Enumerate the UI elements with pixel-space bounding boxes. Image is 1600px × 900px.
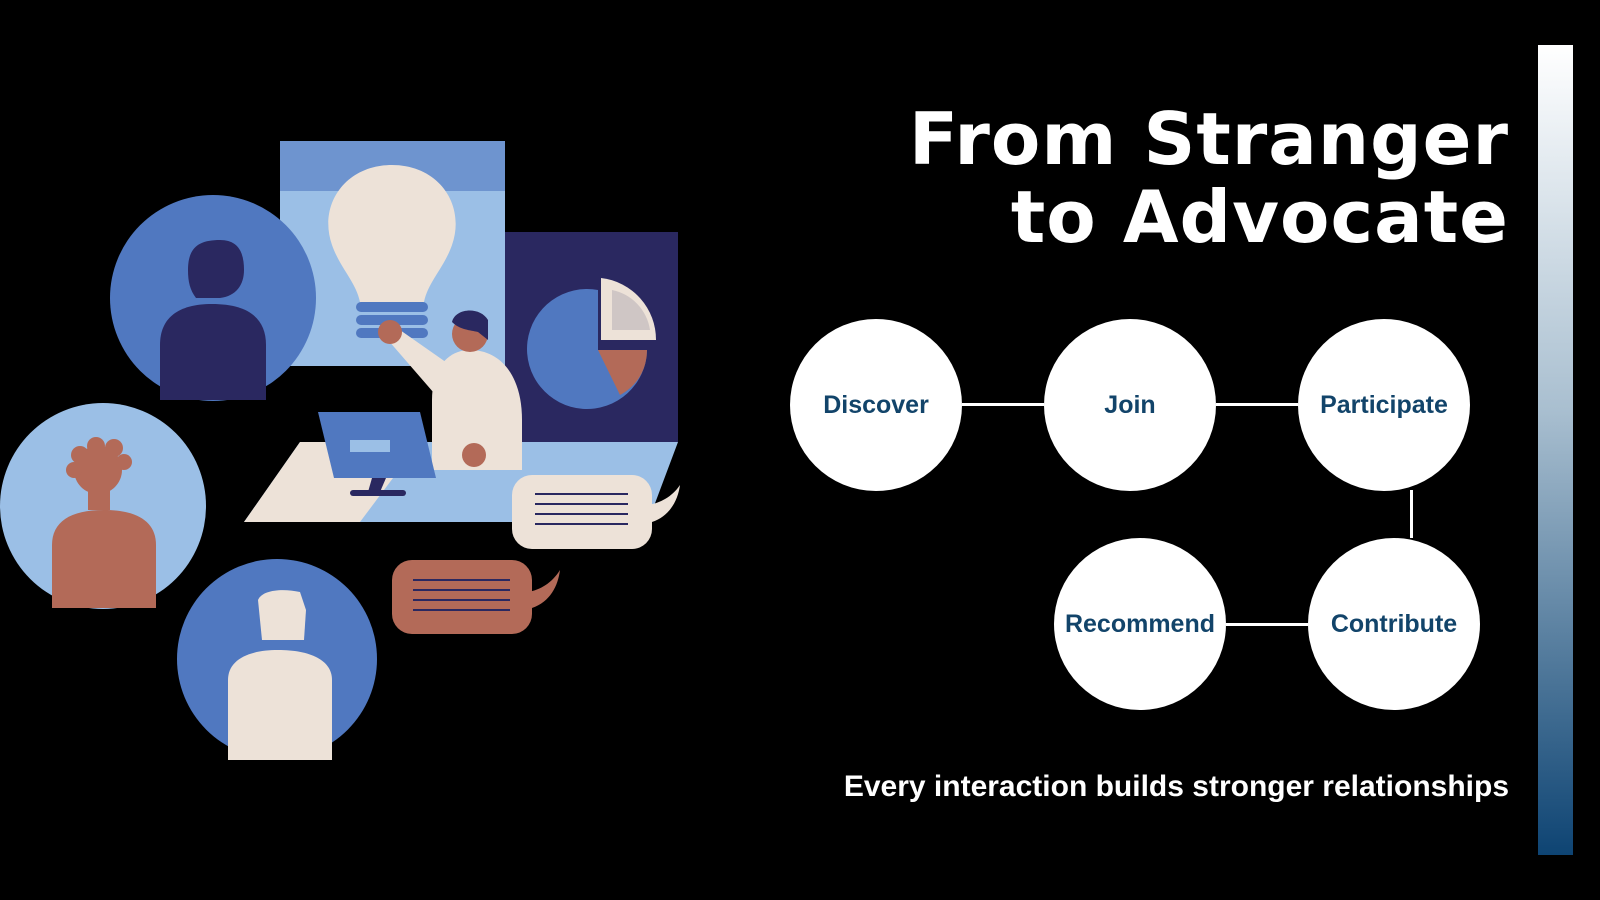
pie-chart-icon (527, 278, 657, 409)
title-line-2: to Advocate (1010, 175, 1509, 259)
person-avatar-icon (110, 195, 316, 401)
step-label: Contribute (1330, 609, 1458, 638)
step-label: Discover (823, 390, 929, 419)
speech-bubble-icon (512, 475, 680, 549)
step-join: Join (1044, 319, 1216, 491)
laptop-icon (318, 412, 436, 496)
person-avatar-icon (177, 559, 377, 760)
journey-diagram: Discover Join Participate Contribute Rec… (790, 310, 1510, 720)
step-label: Join (1104, 390, 1156, 419)
step-label: Participate (1320, 390, 1448, 419)
community-illustration (0, 141, 680, 760)
step-participate: Participate (1298, 319, 1470, 491)
connector-join-participate (1216, 403, 1298, 406)
connector-discover-join (962, 403, 1044, 406)
step-recommend: Recommend (1054, 538, 1226, 710)
connector-participate-contribute (1410, 490, 1413, 538)
speech-bubble-icon (392, 560, 560, 634)
step-discover: Discover (790, 319, 962, 491)
step-label: Recommend (1064, 609, 1216, 638)
presenter-icon (378, 310, 522, 470)
connector-contribute-recommend (1226, 623, 1308, 626)
tagline: Every interaction builds stronger relati… (843, 770, 1509, 803)
title-line-1: From Stranger (908, 97, 1509, 181)
step-contribute: Contribute (1308, 538, 1480, 710)
person-avatar-icon (0, 403, 206, 609)
page-title: From Stranger to Advocate (909, 100, 1509, 256)
accent-gradient-bar (1538, 45, 1573, 855)
